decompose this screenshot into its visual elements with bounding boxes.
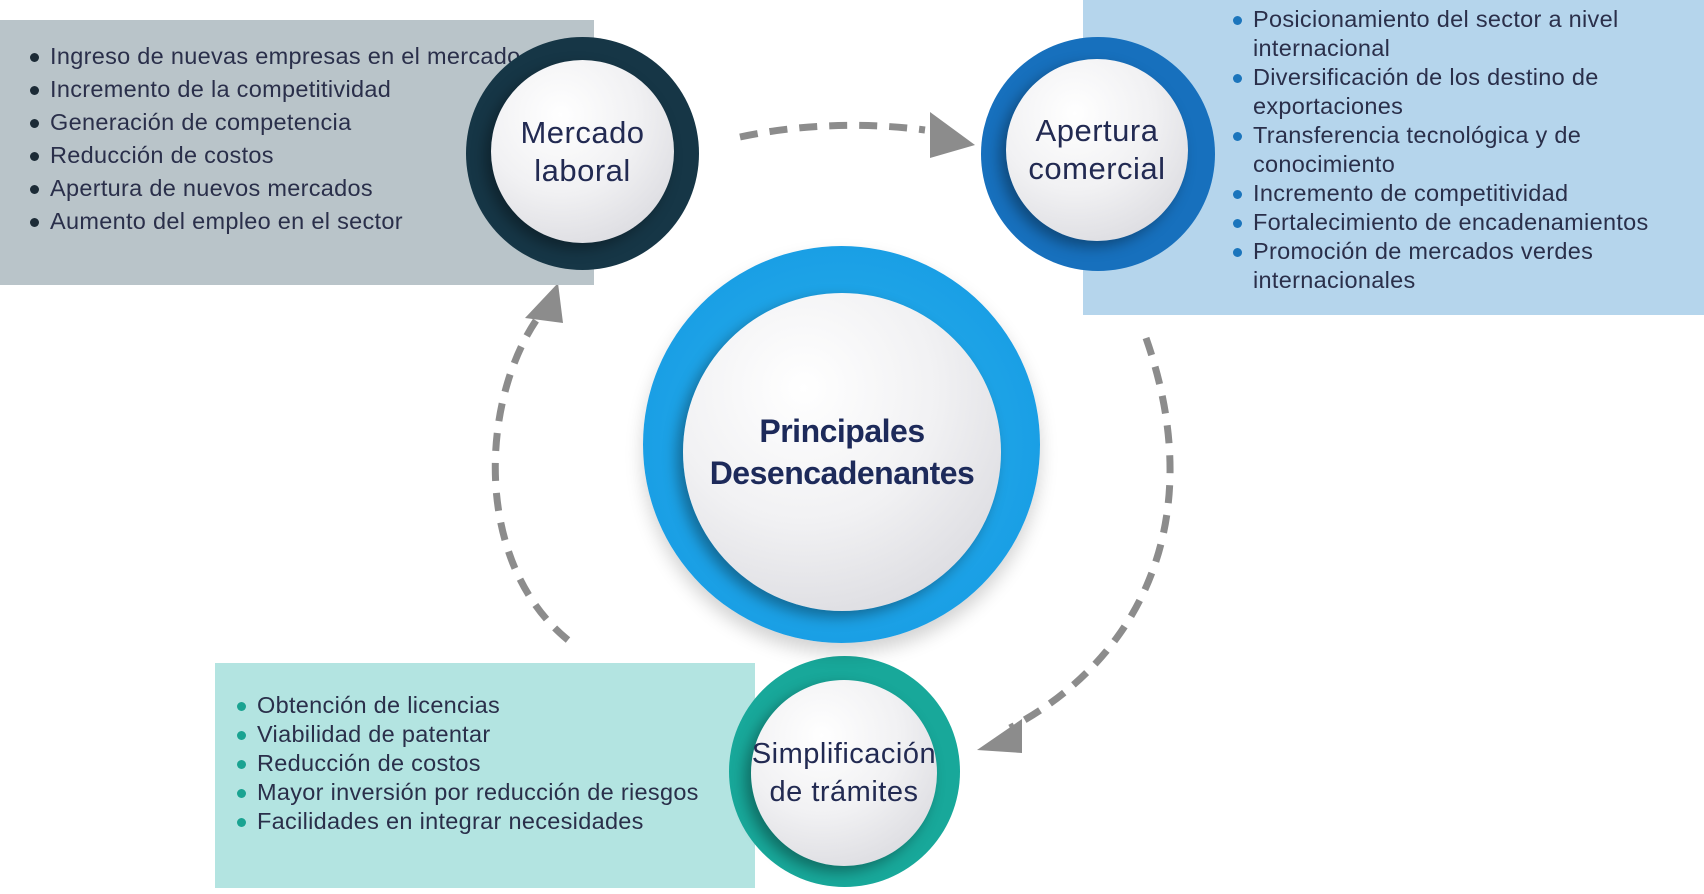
simplificacion-node: Simplificación de trámites [729,656,960,887]
arrowhead-mercado [525,283,563,323]
arrow-mercado-to-apertura [739,121,926,141]
arrowhead-simplificacion [977,719,1022,753]
list-item: Reducción de costos [30,141,594,170]
list-item: Apertura de nuevos mercados [30,174,594,203]
apertura-comercial-list: Posicionamiento del sector a nivel inter… [1233,5,1704,295]
arrowhead-apertura [930,112,975,158]
arrow-simplificacion-to-mercado [491,305,571,643]
list-item: Reducción de costos [237,749,755,778]
center-label: Principales Desencadenantes [709,413,975,491]
list-item: Viabilidad de patentar [237,720,755,749]
list-item: Ingreso de nuevas empresas en el mercado [30,42,594,71]
arrow-apertura-to-simplificacion [1008,336,1174,732]
list-item: Mayor inversión por reducción de riesgos [237,778,755,807]
list-item: Aumento del empleo en el sector [30,207,594,236]
list-item: Incremento de competitividad [1233,179,1704,208]
list-item: Incremento de la competitividad [30,75,594,104]
list-item: Fortalecimiento de encadenamientos [1233,208,1704,237]
simplificacion-label: Simplificación de trámites [751,738,937,808]
mercado-laboral-node: Mercado laboral [466,37,699,270]
list-item: Diversificación de los destino de export… [1233,63,1704,121]
mercado-laboral-list: Ingreso de nuevas empresas en el mercado… [30,42,594,236]
simplificacion-circle: Simplificación de trámites [751,680,937,866]
mercado-laboral-circle: Mercado laboral [491,60,674,243]
apertura-comercial-label: Apertura comercial [1028,113,1166,186]
list-item: Obtención de licencias [237,691,755,720]
mercado-laboral-label: Mercado laboral [520,114,645,188]
list-item: Posicionamiento del sector a nivel inter… [1233,5,1704,63]
apertura-comercial-circle: Apertura comercial [1006,59,1188,241]
list-item: Transferencia tecnológica y de conocimie… [1233,121,1704,179]
list-item: Generación de competencia [30,108,594,137]
center-node: Principales Desencadenantes [643,246,1040,643]
apertura-comercial-node: Apertura comercial [981,37,1215,271]
center-circle: Principales Desencadenantes [683,293,1001,611]
list-item: Promoción de mercados verdes internacion… [1233,237,1704,295]
list-item: Facilidades en integrar necesidades [237,807,755,836]
